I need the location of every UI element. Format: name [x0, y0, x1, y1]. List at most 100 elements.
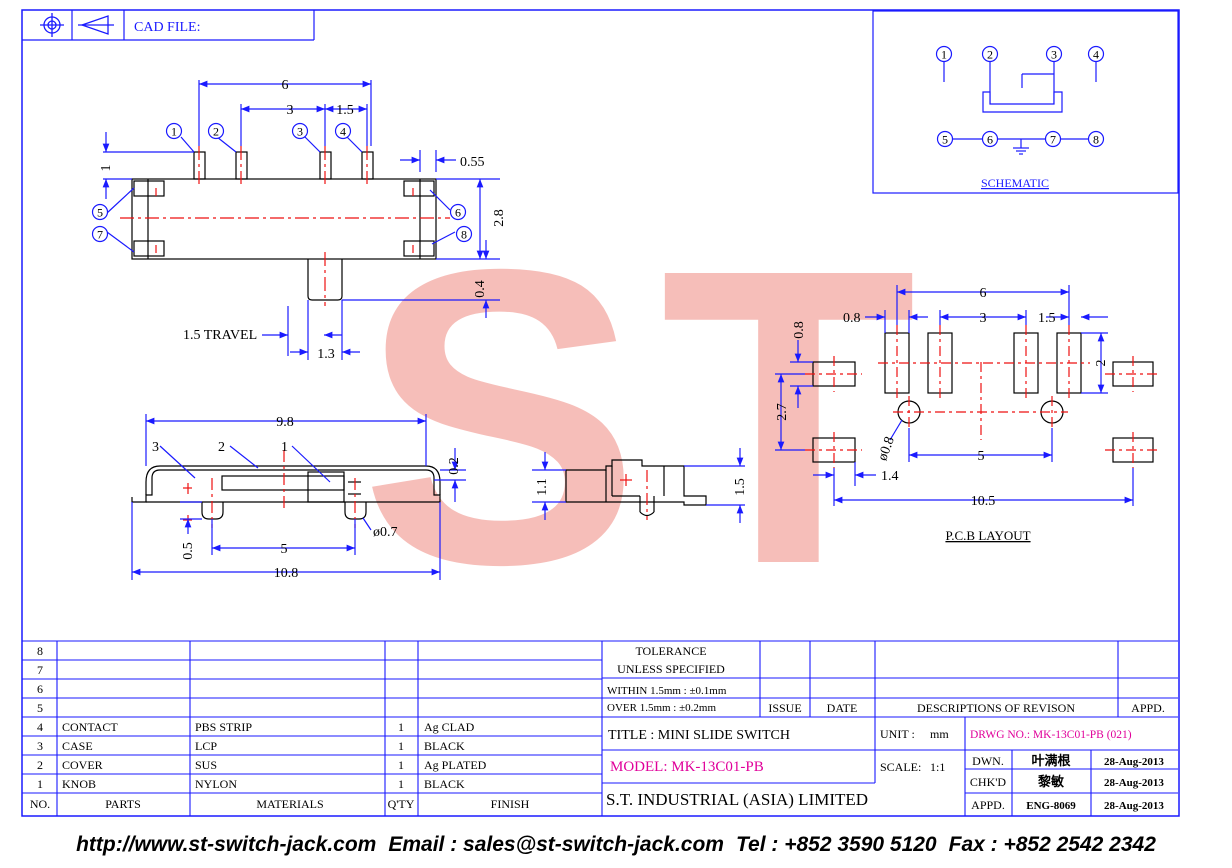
dim-0-5: 0.5 [181, 542, 196, 560]
pcb-dim-2-7: 2.7 [775, 403, 790, 421]
side-pin-7: 7 [91, 225, 109, 243]
bom-cell-part: COVER [62, 758, 103, 772]
bom-cell-finish: BLACK [424, 777, 465, 791]
svg-text:6: 6 [987, 133, 993, 147]
dim-1-5-end: 1.5 [733, 478, 748, 496]
dim-5: 5 [281, 542, 288, 557]
dim-0-4: 0.4 [473, 280, 488, 298]
label-part-2: 2 [218, 440, 225, 455]
dim-phi-0-7: ø0.7 [373, 525, 398, 540]
pcb-dim-2: 2 [1094, 360, 1109, 367]
end-view-dims [532, 448, 745, 523]
dim-1-5: 1.5 [336, 103, 354, 118]
svg-text:5: 5 [97, 206, 103, 220]
side-view [102, 80, 500, 360]
end-view [565, 459, 707, 517]
header-box: CAD FILE: [22, 10, 315, 41]
svg-text:2: 2 [987, 48, 993, 62]
dim-travel: 1.5 TRAVEL [183, 328, 257, 343]
issue-header: ISSUE [768, 701, 801, 715]
bom-row: 7 [37, 663, 43, 677]
bom-cell-finish: Ag CLAD [424, 720, 475, 734]
bom-cell-finish: Ag PLATED [424, 758, 487, 772]
svg-text:ST: ST [360, 183, 937, 652]
pcb-dim-10-5: 10.5 [971, 494, 996, 509]
pcb-dim-6: 6 [980, 286, 987, 301]
dim-0-2: 0.2 [447, 457, 462, 475]
bom-cell-material: SUS [195, 758, 217, 772]
dim-1: 1 [99, 165, 114, 172]
bom-cell-part: KNOB [62, 777, 96, 791]
dwn-name: 叶满根 [1031, 753, 1071, 768]
bom-cell-qty: 1 [398, 739, 404, 753]
bom-cell-qty: 1 [398, 720, 404, 734]
svg-text:4: 4 [1093, 48, 1099, 62]
pcb-text: 6 0.8 3 1.5 0.8 2 2.7 ø0.8 5 1.4 10.5 P.… [775, 286, 1109, 543]
schematic-pin-5: 5 [936, 130, 954, 148]
dwn-date: 28-Aug-2013 [1104, 756, 1164, 768]
pcb-dim-0-8-a: 0.8 [843, 311, 861, 326]
pcb-dim-1-5: 1.5 [1038, 311, 1056, 326]
bom-cell-no: 2 [37, 758, 43, 772]
appd-name: ENG-8069 [1026, 800, 1076, 812]
svg-text:8: 8 [461, 228, 467, 242]
svg-text:FINISH: FINISH [491, 797, 530, 811]
dwn-label: DWN. [972, 754, 1004, 768]
side-pin-6: 6 [449, 203, 467, 221]
email-text[interactable]: Email : sales@st-switch-jack.com [388, 833, 724, 856]
side-pin-2: 2 [207, 122, 225, 140]
dim-1-1: 1.1 [535, 478, 550, 496]
date-header: DATE [827, 701, 858, 715]
sheet-border [21, 9, 1180, 817]
dim-2-8: 2.8 [492, 209, 507, 227]
bom-cell-qty: 1 [398, 758, 404, 772]
end-view-text: 1.1 1.5 [535, 478, 748, 496]
dim-3: 3 [287, 103, 294, 118]
chkd-label: CHK'D [970, 775, 1006, 789]
unit-value: mm [930, 727, 949, 741]
pcb-dim-1-4: 1.4 [881, 469, 899, 484]
svg-text:8: 8 [1093, 133, 1099, 147]
bom-cell-material: NYLON [195, 777, 237, 791]
side-pin-3: 3 [291, 122, 309, 140]
schematic-pin-3: 3 [1045, 45, 1063, 63]
bom-cell-part: CONTACT [62, 720, 118, 734]
svg-text:MATERIALS: MATERIALS [256, 797, 323, 811]
svg-text:7: 7 [1050, 133, 1056, 147]
bom-cell-no: 3 [37, 739, 43, 753]
website-link[interactable]: http://www.st-switch-jack.com [76, 833, 377, 856]
bom-row: 6 [37, 682, 43, 696]
dim-6: 6 [282, 78, 289, 93]
bom-cell-no: 8 [37, 644, 43, 658]
tolerance-over: OVER 1.5mm : ±0.2mm [607, 702, 716, 714]
schematic-pin-7: 7 [1044, 130, 1062, 148]
section-view-centerlines [183, 450, 356, 528]
side-pin-4: 4 [334, 122, 352, 140]
svg-text:Q'TY: Q'TY [388, 797, 415, 811]
dim-1-3: 1.3 [317, 347, 335, 362]
pcb-dim-0-8-b: 0.8 [792, 321, 807, 339]
svg-text:5: 5 [942, 133, 948, 147]
tel-text: Tel : +852 3590 5120 [735, 833, 937, 856]
side-pin-5: 5 [91, 203, 109, 221]
svg-text:1: 1 [941, 48, 947, 62]
projection-symbol-icon [40, 13, 114, 37]
appd-date: 28-Aug-2013 [1104, 800, 1164, 812]
section-view [131, 465, 441, 520]
appd-header: APPD. [1131, 701, 1165, 715]
side-pin-8: 8 [455, 225, 473, 243]
bom-cell-finish: BLACK [424, 739, 465, 753]
bom-cell-no: 1 [37, 777, 43, 791]
pcb-layout-title: P.C.B LAYOUT [945, 528, 1030, 543]
svg-text:3: 3 [297, 125, 303, 139]
bom-row: 2 COVER SUS 1 Ag PLATED [37, 758, 487, 772]
bom-cell-material: PBS STRIP [195, 720, 252, 734]
scale-label: SCALE: [880, 760, 921, 774]
svg-text:2: 2 [213, 125, 219, 139]
bom-cell-material: LCP [195, 739, 217, 753]
title-text: TITLE : MINI SLIDE SWITCH [608, 728, 790, 743]
